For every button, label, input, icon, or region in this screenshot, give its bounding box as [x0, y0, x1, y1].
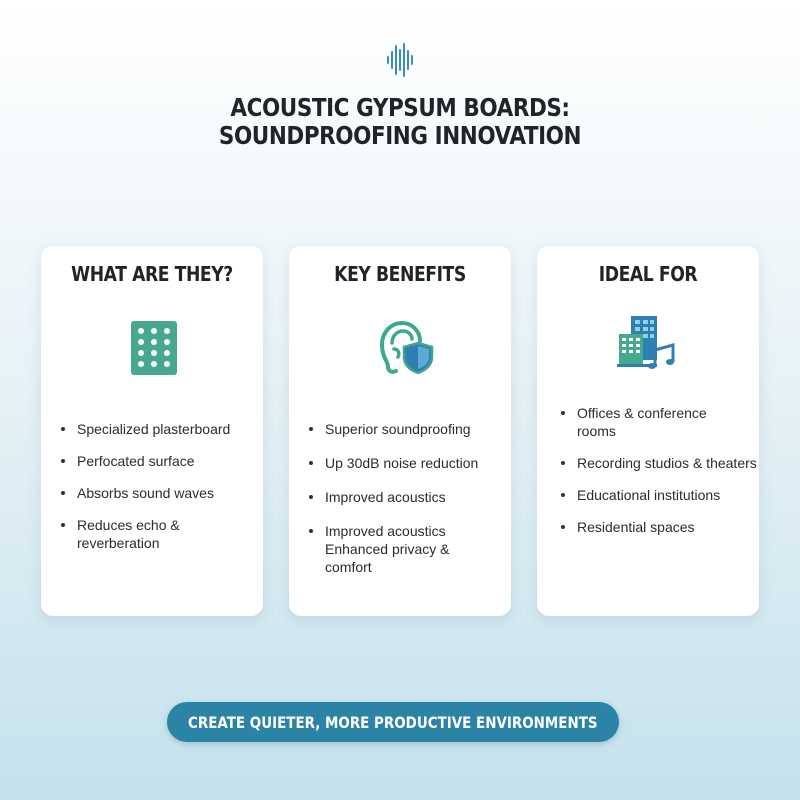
- cta-label: CREATE QUIETER, MORE PRODUCTIVE ENVIRONM…: [188, 712, 598, 732]
- card-title: IDEAL FOR: [598, 262, 698, 286]
- list-item: Offices & conference rooms: [561, 404, 737, 440]
- sound-wave-icon: [387, 43, 413, 77]
- card-key-benefits: KEY BENEFITS Superior soundproofing Up 3…: [289, 246, 511, 616]
- buildings-music-icon: [617, 316, 675, 369]
- page-title-line-1: ACOUSTIC GYPSUM BOARDS:: [230, 93, 570, 122]
- card-what-are-they: WHAT ARE THEY? Specialized plasterboard …: [41, 246, 263, 616]
- card-ideal-for: IDEAL FOR Offices & conference rooms Rec…: [537, 246, 759, 616]
- list-item: Improved acoustics Enhanced privacy & co…: [309, 522, 485, 576]
- list-item: Absorbs sound waves: [61, 484, 263, 502]
- card-title: WHAT ARE THEY?: [71, 262, 233, 286]
- perforated-board-icon: [131, 321, 177, 375]
- ear-shield-icon: [380, 320, 434, 375]
- list-item: Perfocated surface: [61, 452, 263, 470]
- list-item: Educational institutions: [561, 486, 759, 504]
- list-item: Up 30dB noise reduction: [309, 454, 511, 472]
- list-item: Improved acoustics: [309, 488, 511, 506]
- list-item: Reduces echo & reverberation: [61, 516, 227, 552]
- list-item: Specialized plasterboard: [61, 420, 263, 438]
- page-title-line-2: SOUNDPROOFING INNOVATION: [218, 121, 582, 150]
- card-title: KEY BENEFITS: [334, 262, 466, 286]
- list-item: Superior soundproofing: [309, 420, 511, 438]
- list-item: Recording studios & theaters: [561, 454, 759, 472]
- list-item: Residential spaces: [561, 518, 759, 536]
- cta-banner[interactable]: CREATE QUIETER, MORE PRODUCTIVE ENVIRONM…: [167, 702, 619, 742]
